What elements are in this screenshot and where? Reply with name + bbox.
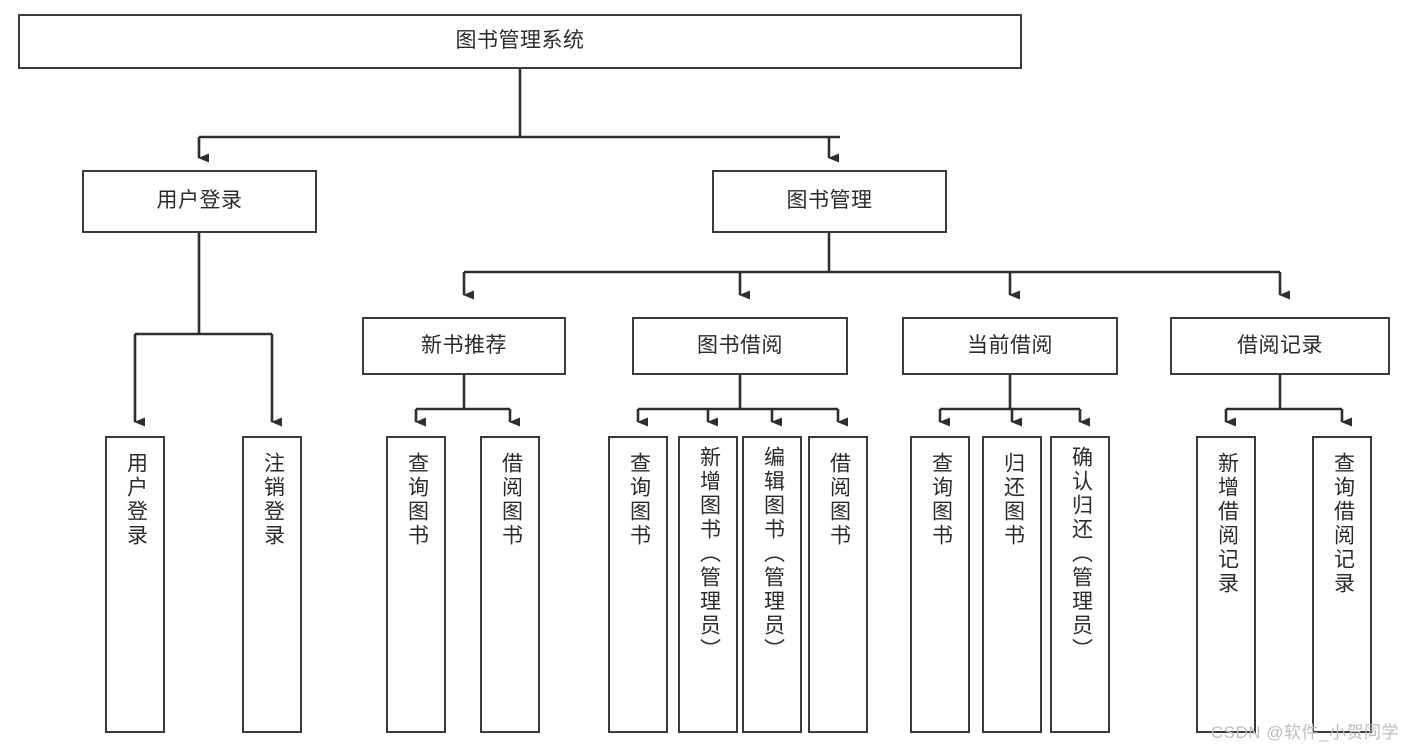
- node-leaf-query-book-3[interactable]: 查询图书: [910, 436, 970, 733]
- node-label: 新书推荐: [421, 333, 507, 357]
- node-label: 新增图书（管理员）: [697, 446, 721, 662]
- csdn-watermark: CSDN @软件_小贺同学: [1210, 723, 1399, 742]
- node-label: 归还图书: [1001, 452, 1025, 548]
- node-label: 查询借阅记录: [1331, 452, 1355, 596]
- node-label: 用户登录: [156, 189, 243, 213]
- node-leaf-confirm-return[interactable]: 确认归还（管理员）: [1050, 436, 1110, 733]
- node-leaf-query-book-1[interactable]: 查询图书: [386, 436, 446, 733]
- node-leaf-add-record[interactable]: 新增借阅记录: [1196, 436, 1256, 733]
- node-label: 借阅记录: [1237, 333, 1323, 357]
- node-label: 确认归还（管理员）: [1069, 446, 1093, 662]
- node-leaf-add-book[interactable]: 新增图书（管理员）: [678, 436, 738, 733]
- node-leaf-borrow-book-1[interactable]: 借阅图书: [480, 436, 540, 733]
- node-label: 借阅图书: [499, 452, 523, 548]
- node-leaf-logout[interactable]: 注销登录: [242, 436, 302, 733]
- node-label: 编辑图书（管理员）: [761, 446, 785, 662]
- node-label: 新增借阅记录: [1215, 452, 1239, 596]
- node-label: 图书管理: [786, 189, 873, 213]
- node-leaf-return-book[interactable]: 归还图书: [982, 436, 1042, 733]
- node-label: 注销登录: [261, 452, 285, 548]
- node-leaf-edit-book[interactable]: 编辑图书（管理员）: [742, 436, 802, 733]
- node-label: 图书管理系统: [455, 29, 585, 53]
- node-label: 用户登录: [124, 452, 148, 548]
- node-leaf-borrow-book-2[interactable]: 借阅图书: [808, 436, 868, 733]
- node-label: 查询图书: [405, 452, 429, 548]
- node-user-login[interactable]: 用户登录: [82, 170, 317, 233]
- node-book-manage[interactable]: 图书管理: [712, 170, 947, 233]
- node-borrow-record[interactable]: 借阅记录: [1170, 317, 1390, 375]
- node-label: 查询图书: [627, 452, 651, 548]
- node-leaf-query-book-2[interactable]: 查询图书: [608, 436, 668, 733]
- node-leaf-query-record[interactable]: 查询借阅记录: [1312, 436, 1372, 733]
- node-current-borrow[interactable]: 当前借阅: [902, 317, 1118, 375]
- node-label: 图书借阅: [697, 333, 783, 357]
- node-label: 查询图书: [929, 452, 953, 548]
- node-leaf-user-login[interactable]: 用户登录: [105, 436, 165, 733]
- node-book-borrow[interactable]: 图书借阅: [632, 317, 848, 375]
- node-root-book-management-system[interactable]: 图书管理系统: [18, 14, 1022, 69]
- node-new-book-recommend[interactable]: 新书推荐: [362, 317, 566, 375]
- node-label: 当前借阅: [967, 333, 1053, 357]
- node-label: 借阅图书: [827, 452, 851, 548]
